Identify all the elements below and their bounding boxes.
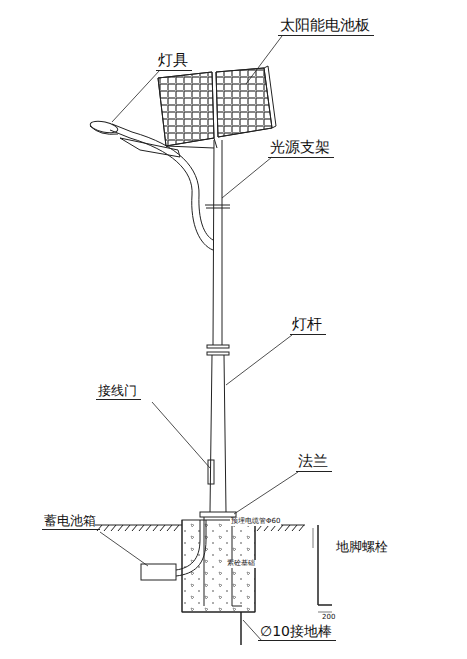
ground: [285, 525, 290, 531]
lamp-arm: [112, 124, 213, 240]
part-label: 灯杆: [290, 316, 326, 335]
wiring-door: [208, 460, 214, 484]
lamp-pole: [207, 352, 229, 355]
part-label: 法兰: [296, 453, 332, 472]
flange: [200, 512, 236, 517]
solar-panel: [272, 126, 276, 128]
ground: [232, 606, 242, 607]
part-label: 灯具: [156, 52, 192, 71]
cable-pipe: [176, 520, 200, 570]
ground: [182, 612, 255, 613]
ground: [160, 525, 165, 531]
lamp-head: [89, 119, 118, 135]
ground: [118, 525, 123, 531]
solar-panel: [216, 68, 272, 137]
part-label: 光源支架: [268, 139, 334, 158]
ground: [182, 520, 255, 612]
lamp-pole: [205, 205, 230, 206]
ground: [95, 525, 182, 526]
leader-lines: [234, 472, 298, 514]
part-label: 蓄电池箱: [42, 514, 100, 530]
ground: [278, 525, 283, 531]
solar-panel: [158, 72, 214, 146]
ground: [318, 612, 332, 613]
solar-panel: [268, 66, 276, 126]
part-label: 接线门: [96, 384, 141, 400]
lamp-arm: [110, 130, 213, 250]
ground: [167, 525, 172, 531]
lamp-pole: [207, 345, 229, 348]
leader-lines: [100, 532, 148, 566]
ground: [257, 525, 262, 531]
ground: [111, 525, 116, 531]
ground: [318, 604, 332, 606]
leader-lines: [112, 70, 160, 122]
ground: [182, 520, 183, 612]
anchor-bolt: [204, 517, 205, 606]
solar-panel: [158, 72, 214, 146]
solar-panel: [166, 146, 214, 148]
ground: [292, 525, 297, 531]
ground: [132, 525, 137, 531]
ground: [271, 525, 276, 531]
solar-panel: [216, 68, 272, 137]
part-label: 200: [322, 614, 335, 622]
part-label: 地脚螺栓: [336, 540, 388, 554]
ground: [264, 525, 269, 531]
leader-lines: [152, 402, 210, 468]
part-label: 素砼基础: [226, 560, 256, 568]
part-label: 预埋电缆管Φ60: [230, 518, 281, 526]
lamp-pole: [222, 140, 223, 345]
bolt-detail: [317, 525, 319, 605]
lamp-pole: [224, 355, 226, 512]
leader-lines: [246, 36, 282, 84]
battery-box: [141, 564, 176, 580]
ground: [104, 525, 109, 531]
ground: [146, 525, 151, 531]
ground: [153, 525, 158, 531]
solar-panel: [264, 66, 268, 68]
lamp-pole: [210, 355, 212, 512]
lamp-arm: [120, 138, 180, 157]
lamp-pole: [200, 140, 236, 517]
part-label: ∅10接地棒: [258, 624, 336, 641]
leader-lines: [226, 335, 292, 385]
lamp-arm: [89, 119, 213, 250]
ground: [299, 525, 304, 531]
part-label: 太阳能电池板: [278, 17, 374, 36]
lamp-arm: [90, 126, 118, 134]
ground-rod: [240, 612, 242, 645]
leader-lines: [222, 157, 272, 198]
ground: [313, 528, 314, 548]
ground: [139, 525, 144, 531]
lamp-pole: [206, 208, 230, 209]
ground: [125, 525, 130, 531]
solar-panel: [158, 66, 276, 148]
ground: [174, 525, 179, 531]
lamp-pole: [213, 140, 214, 345]
ground: [176, 520, 206, 576]
leader-lines: [100, 36, 298, 641]
